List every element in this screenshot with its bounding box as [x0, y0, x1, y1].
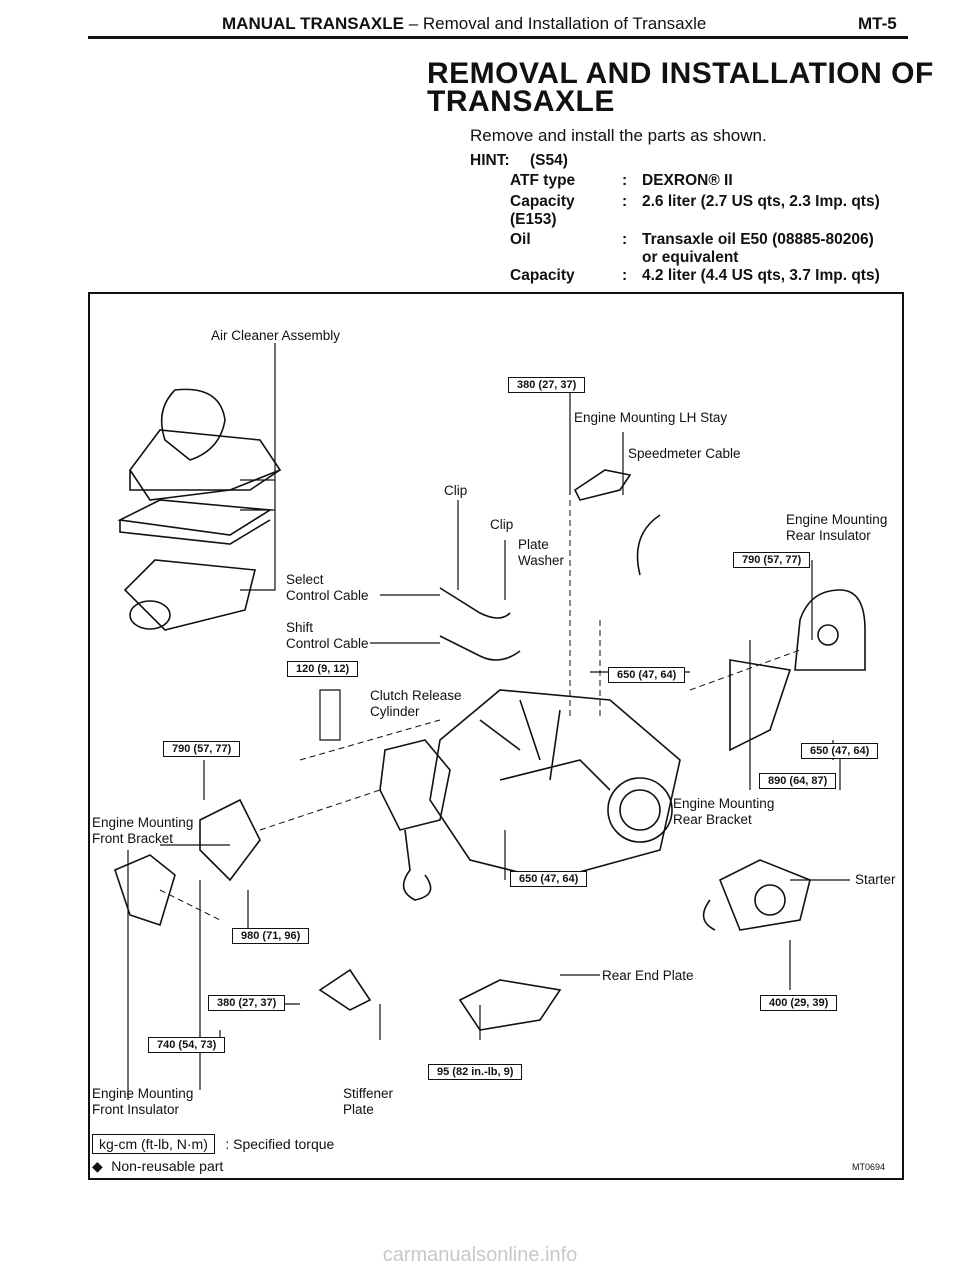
label-line: Engine Mounting	[92, 1086, 194, 1101]
label-clip: Clip	[444, 483, 468, 498]
transaxle-illustration	[429, 689, 681, 881]
label-line: Control Cable	[286, 588, 369, 603]
figure-code: MT0694	[852, 1162, 886, 1172]
hint-label: HINT:	[470, 152, 510, 169]
spec-label: ATF type	[510, 172, 576, 189]
intro-text: Remove and install the parts as shown.	[470, 126, 767, 145]
torque-spec-box: 400 (29, 39)	[760, 995, 838, 1011]
legend-nonreusable-text: Non-reusable part	[111, 1158, 224, 1174]
label-line: Select	[286, 572, 324, 587]
label-line: Shift	[286, 620, 314, 635]
label-speedometer-cable: Speedmeter Cable	[628, 446, 741, 461]
label-lh-stay: Engine Mounting LH Stay	[574, 410, 728, 425]
label-line: Engine Mounting	[92, 815, 194, 830]
label-line: Washer	[518, 553, 565, 568]
label-front-bracket: Engine Mounting Front Bracket	[92, 815, 193, 847]
torque-spec-box: 790 (57, 77)	[733, 552, 811, 568]
watermark: carmanualsonline.info	[382, 1244, 578, 1266]
label-line: Cylinder	[370, 704, 420, 719]
label-clip: Clip	[490, 517, 514, 532]
spec-label: Capacity	[510, 267, 575, 284]
label-rear-insulator: Engine Mounting Rear Insulator	[786, 512, 887, 544]
spec-colon: :	[622, 231, 628, 248]
label-line: Front Insulator	[92, 1102, 180, 1117]
running-header: MANUAL TRANSAXLE – Removal and Installat…	[222, 14, 706, 34]
torque-spec-box: 120 (9, 12)	[287, 661, 359, 677]
spec-colon: :	[622, 193, 628, 210]
spec-label: (E153)	[510, 211, 557, 228]
label-shift-control-cable: Shift Control Cable	[286, 620, 369, 652]
page-title: REMOVAL AND INSTALLATION OF TRANSAXLE	[427, 57, 934, 118]
torque-spec-box: 650 (47, 64)	[608, 667, 686, 683]
title-line-2: TRANSAXLE	[427, 85, 615, 118]
label-line: Control Cable	[286, 636, 369, 651]
spec-colon: :	[622, 172, 628, 189]
legend-torque-box: kg-cm (ft-lb, N·m)	[92, 1134, 215, 1154]
legend-nonreusable: ◆ Non-reusable part	[92, 1158, 223, 1176]
spec-colon: :	[622, 267, 628, 284]
label-line: Engine Mounting	[786, 512, 888, 527]
torque-spec-box: 890 (64, 87)	[759, 773, 837, 789]
torque-spec-box: 740 (54, 73)	[148, 1037, 226, 1053]
header-rule	[88, 36, 908, 39]
label-line: Rear Insulator	[786, 528, 871, 543]
legend-torque: kg-cm (ft-lb, N·m) : Specified torque	[92, 1134, 335, 1154]
label-rear-end-plate: Rear End Plate	[602, 968, 694, 983]
label-line: Plate	[518, 537, 549, 552]
torque-spec-box: 380 (27, 37)	[208, 995, 286, 1011]
label-select-control-cable: Select Control Cable	[286, 572, 369, 604]
page-number: MT-5	[858, 14, 897, 33]
torque-spec-box: 95 (82 in.-lb, 9)	[428, 1064, 523, 1080]
label-line: Stiffener	[343, 1086, 394, 1101]
torque-spec-box: 650 (47, 64)	[801, 743, 879, 759]
header-subtitle: – Removal and Installation of Transaxle	[403, 14, 707, 33]
diamond-icon: ◆	[92, 1158, 103, 1174]
label-line: Engine Mounting	[673, 796, 775, 811]
label-line: Rear Bracket	[673, 812, 752, 827]
label-plate-washer: Plate Washer	[518, 537, 564, 569]
label-clutch-release-cylinder: Clutch Release Cylinder	[370, 688, 462, 720]
label-line: Front Bracket	[92, 831, 174, 846]
spec-value: or equivalent	[642, 249, 739, 266]
spec-value: 4.2 liter (4.4 US qts, 3.7 Imp. qts)	[642, 267, 880, 284]
spec-label: Oil	[510, 231, 531, 248]
label-stiffener-plate: Stiffener Plate	[343, 1086, 393, 1118]
torque-spec-box: 380 (27, 37)	[508, 377, 586, 393]
spec-value: 2.6 liter (2.7 US qts, 2.3 Imp. qts)	[642, 193, 880, 210]
spec-value: Transaxle oil E50 (08885-80206)	[642, 231, 874, 248]
diagram-frame	[88, 292, 904, 1180]
label-starter: Starter	[855, 872, 896, 887]
legend-torque-text: : Specified torque	[225, 1136, 335, 1152]
hint-model-s54: (S54)	[530, 152, 568, 169]
label-air-cleaner: Air Cleaner Assembly	[211, 328, 341, 343]
label-rear-bracket: Engine Mounting Rear Bracket	[673, 796, 774, 828]
label-line: Clutch Release	[370, 688, 462, 703]
label-line: Plate	[343, 1102, 374, 1117]
clutch-release-cylinder-illustration	[379, 739, 451, 901]
torque-spec-box: 980 (71, 96)	[232, 928, 310, 944]
spec-value: DEXRON® II	[642, 172, 733, 189]
title-line-1: REMOVAL AND INSTALLATION OF	[427, 57, 934, 90]
torque-spec-box: 650 (47, 64)	[510, 871, 588, 887]
label-front-insulator: Engine Mounting Front Insulator	[92, 1086, 193, 1118]
spec-label: Capacity	[510, 193, 575, 210]
torque-spec-box: 790 (57, 77)	[163, 741, 241, 757]
header-section: MANUAL TRANSAXLE	[222, 14, 404, 33]
